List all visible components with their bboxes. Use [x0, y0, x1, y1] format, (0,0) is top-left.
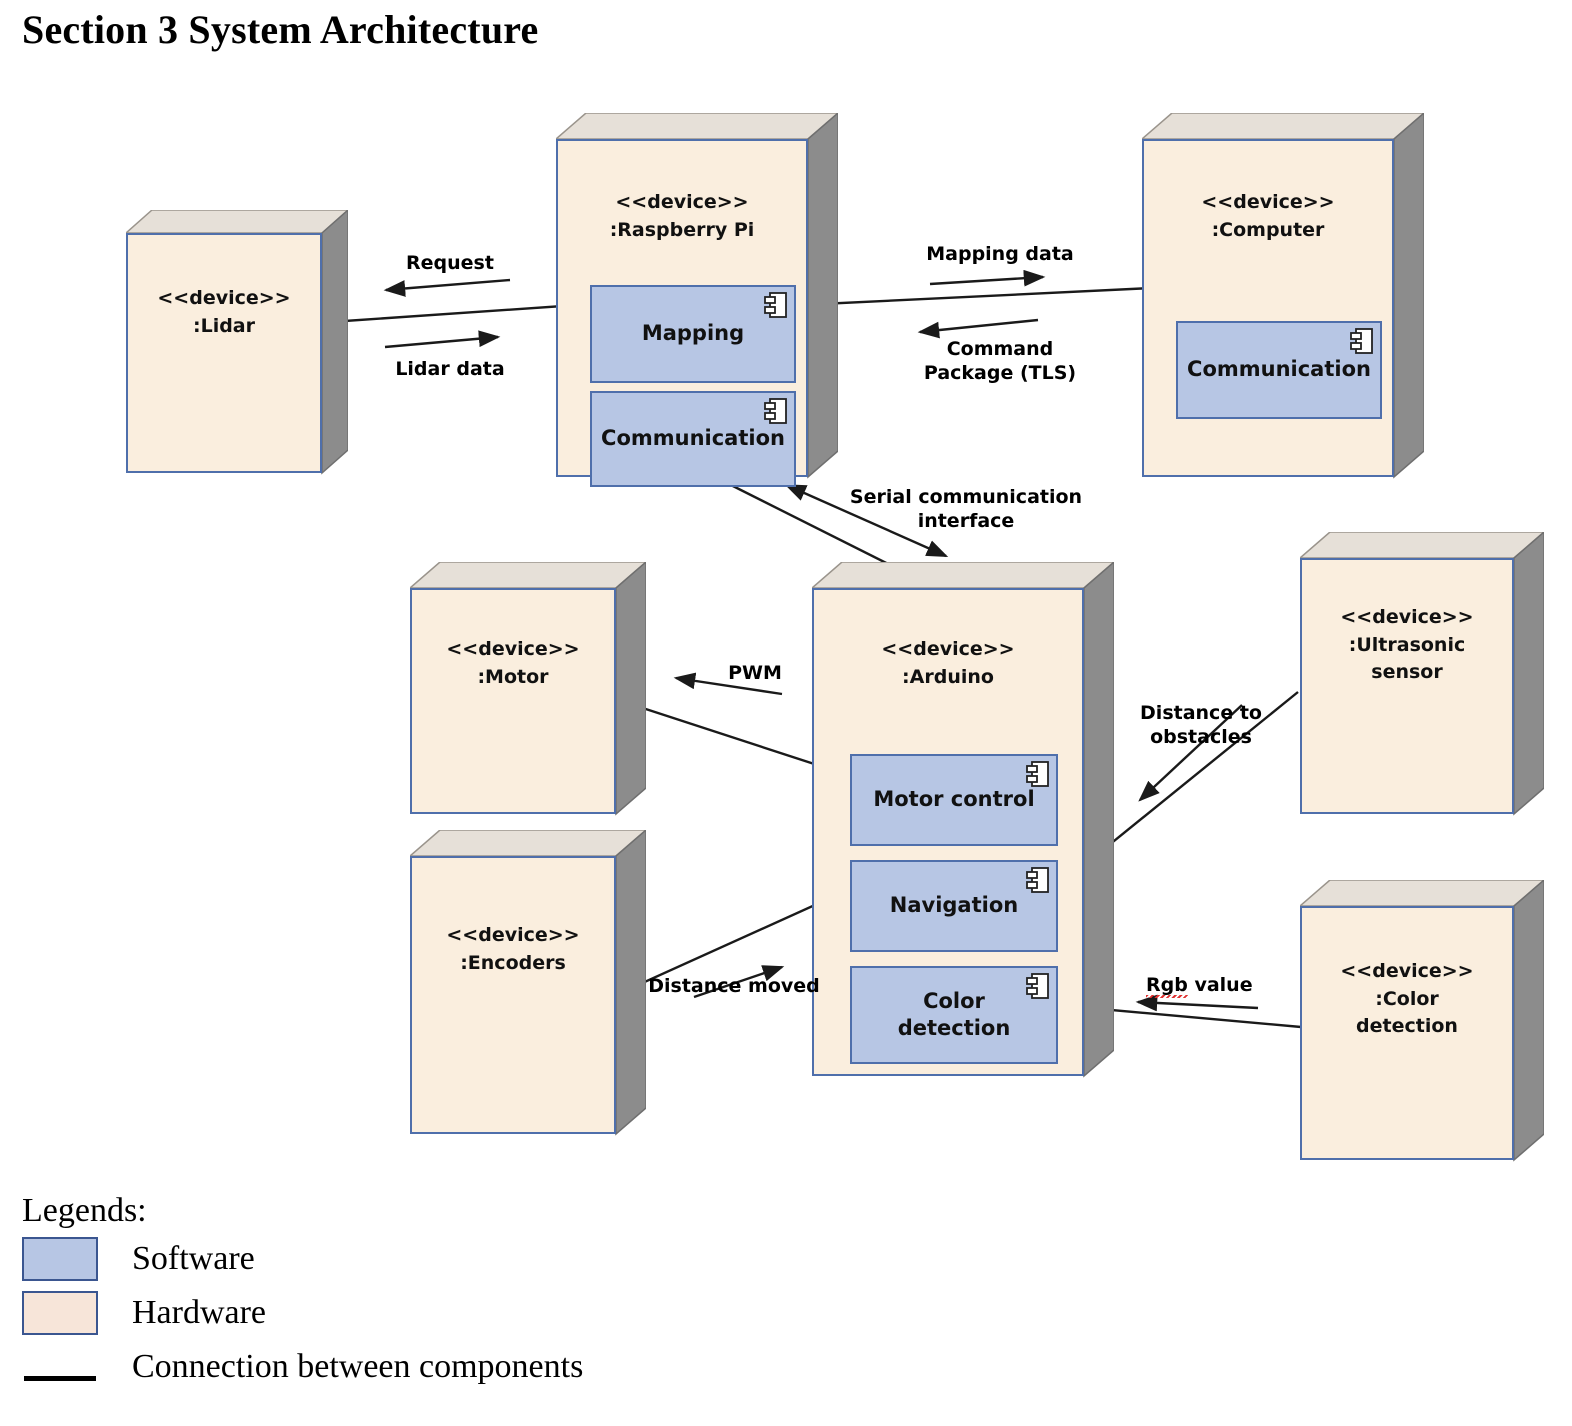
node-body: <<device>> :Computer Communication	[1142, 139, 1394, 477]
component-label-mapping: Mapping	[641, 321, 745, 346]
connector-raspberrypi-computer	[799, 286, 1153, 307]
component-mapping[interactable]: Mapping	[590, 285, 796, 383]
component-icon	[1026, 761, 1049, 787]
node-body: <<device>> :Raspberry Pi Mapping Communi…	[556, 139, 808, 487]
node-body: <<device>> :Lidar	[126, 233, 322, 473]
node-body: <<device>> :Color detection	[1300, 906, 1514, 1160]
component-icon	[1350, 328, 1373, 354]
connector-lidar-raspberrypi	[329, 302, 593, 324]
edge-label-mapping-data: Mapping data	[926, 243, 1074, 265]
node-colordetection[interactable]: <<device>> :Color detection	[1300, 880, 1544, 1166]
node-body: <<device>> :Encoders	[410, 856, 616, 1134]
node-label-ultrasonic: <<device>> :Ultrasonic sensor	[1340, 606, 1474, 684]
component-navigation[interactable]: Navigation	[850, 860, 1058, 952]
node-computer[interactable]: <<device>> :Computer Communication	[1142, 113, 1424, 483]
edge-label-rgb-rest: value	[1187, 974, 1253, 996]
node-3d-faces	[410, 830, 646, 1136]
legend-label-software: Software	[132, 1240, 255, 1277]
legend-label-connection: Connection between components	[132, 1348, 584, 1385]
legend-swatch-hardware	[22, 1291, 98, 1335]
page-title: Section 3 System Architecture	[22, 7, 539, 52]
node-label-computer: <<device>> :Computer	[1201, 191, 1335, 241]
node-label-colordetection: <<device>> :Color detection	[1340, 960, 1474, 1038]
node-arduino[interactable]: <<device>> :Arduino Motor control Naviga…	[812, 562, 1114, 1082]
edge-label-pwm: PWM	[728, 662, 782, 684]
edge-label-lidar-data: Lidar data	[395, 358, 505, 380]
edge-label-request: Request	[406, 252, 494, 274]
node-body: <<device>> :Motor	[410, 588, 616, 814]
edge-label-rgb-value: Rgb value	[1146, 974, 1326, 998]
edge-label-rgb-misspelled: Rgb	[1146, 974, 1188, 998]
legend: Legends: Software Hardware Connection be…	[22, 1192, 742, 1394]
node-label-raspberrypi: <<device>> :Raspberry Pi	[609, 191, 755, 241]
component-label-navigation: Navigation	[889, 893, 1019, 918]
edge-label-distance-moved: Distance moved	[648, 975, 820, 997]
legend-row-hardware: Hardware	[22, 1286, 742, 1340]
arrow-mapping-data	[929, 269, 1046, 287]
node-label-encoders: <<device>> :Encoders	[446, 924, 580, 974]
node-ultrasonic[interactable]: <<device>> :Ultrasonic sensor	[1300, 532, 1544, 820]
node-motor[interactable]: <<device>> :Motor	[410, 562, 646, 820]
component-computer-communication[interactable]: Communication	[1176, 321, 1382, 419]
component-label-pi-communication: Communication	[601, 426, 785, 451]
component-pi-communication[interactable]: Communication	[590, 391, 796, 487]
node-label-motor: <<device>> :Motor	[446, 638, 580, 688]
legend-title: Legends:	[22, 1192, 147, 1229]
arrow-request	[383, 278, 511, 297]
arrow-rgb-value	[1135, 994, 1259, 1012]
node-raspberrypi[interactable]: <<device>> :Raspberry Pi Mapping Communi…	[556, 113, 838, 487]
node-3d-faces	[1300, 880, 1544, 1162]
legend-swatch-connection	[22, 1345, 98, 1389]
arrow-command-package	[917, 318, 1039, 339]
legend-label-hardware: Hardware	[132, 1294, 267, 1331]
edge-label-serial-communication: Serial communication interface	[849, 486, 1083, 532]
component-icon	[1026, 973, 1049, 999]
node-lidar[interactable]: <<device>> :Lidar	[126, 210, 348, 482]
node-label-arduino: <<device>> :Arduino	[881, 638, 1015, 688]
edge-label-command-package: Command Package (TLS)	[923, 338, 1077, 384]
component-label-color-detection: Color detection	[897, 988, 1011, 1040]
legend-row-connection: Connection between components	[22, 1340, 742, 1394]
node-encoders[interactable]: <<device>> :Encoders	[410, 830, 646, 1140]
edge-label-distance-to-obstacles: Distance to obstacles	[1140, 702, 1262, 748]
component-motor-control[interactable]: Motor control	[850, 754, 1058, 846]
component-label-motor-control: Motor control	[873, 787, 1035, 812]
node-body: <<device>> :Arduino Motor control Naviga…	[812, 588, 1084, 1076]
legend-row-software: Software	[22, 1232, 742, 1286]
legend-swatch-software	[22, 1237, 98, 1281]
component-icon	[764, 292, 787, 318]
node-label-lidar: <<device>> :Lidar	[157, 287, 291, 337]
connection-line-icon	[24, 1376, 96, 1381]
component-icon	[1026, 867, 1049, 893]
node-body: <<device>> :Ultrasonic sensor	[1300, 558, 1514, 814]
component-color-detection[interactable]: Color detection	[850, 966, 1058, 1064]
component-label-computer-communication: Communication	[1187, 357, 1371, 382]
arrow-lidar-data	[384, 330, 501, 349]
component-icon	[764, 398, 787, 424]
